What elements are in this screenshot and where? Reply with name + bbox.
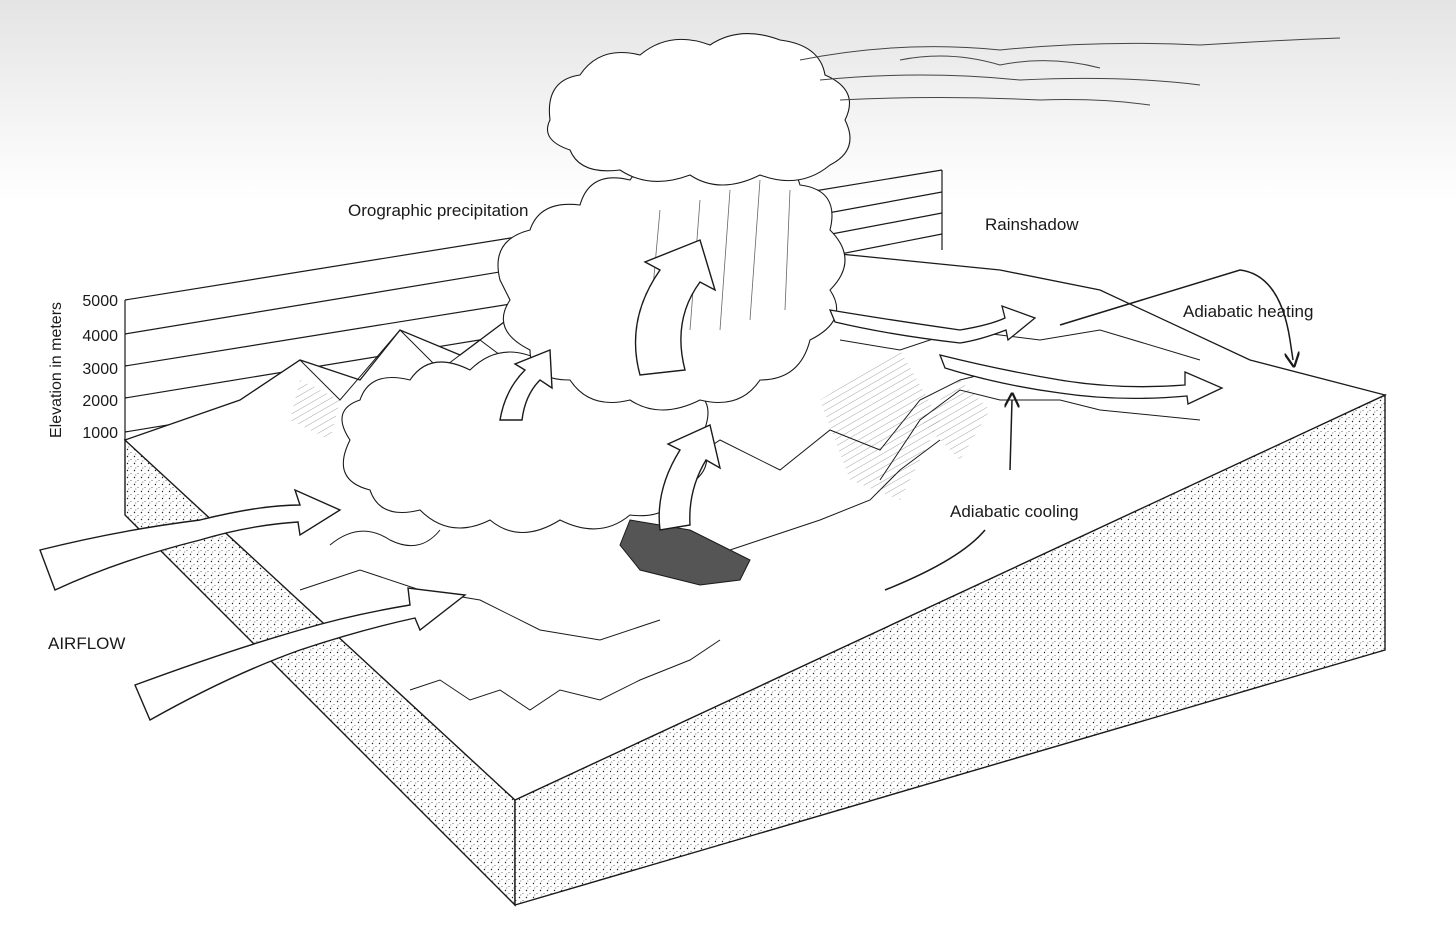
elevation-tick: 1000 — [82, 425, 118, 442]
slope-hatching — [290, 350, 990, 500]
label-adiabatic-heating: Adiabatic heating — [1183, 302, 1314, 321]
pointer-arrows — [884, 269, 1293, 591]
label-rainshadow: Rainshadow — [985, 215, 1079, 234]
label-airflow: AIRFLOW — [48, 634, 126, 653]
cloud-anvil — [799, 37, 1341, 106]
airflow-arrows — [39, 488, 467, 721]
elevation-tick: 2000 — [82, 393, 118, 410]
elevation-tick: 4000 — [82, 328, 118, 345]
descending-arrows — [828, 304, 1224, 405]
label-adiabatic-cooling: Adiabatic cooling — [950, 502, 1079, 521]
elevation-tick: 5000 — [82, 293, 118, 310]
lake — [619, 519, 751, 586]
label-orographic-precipitation: Orographic precipitation — [348, 201, 529, 220]
elevation-tick: 3000 — [82, 361, 118, 378]
elevation-panel-left — [124, 229, 561, 440]
uplift-arrows — [499, 239, 722, 531]
